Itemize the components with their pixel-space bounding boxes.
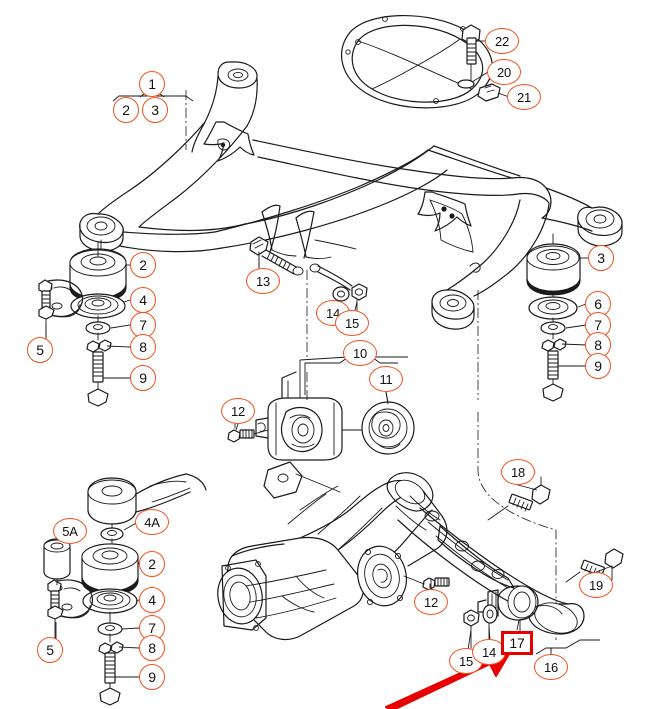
callout-14[interactable]: 14 (472, 639, 506, 665)
callout-16[interactable]: 16 (534, 654, 568, 680)
bolt-22 (461, 24, 481, 85)
callout-5[interactable]: 5 (27, 337, 53, 363)
callout-12[interactable]: 12 (414, 589, 448, 615)
axis-line-right (477, 290, 557, 640)
callout-5a[interactable]: 5A (53, 518, 87, 544)
callout-5[interactable]: 5 (37, 637, 63, 663)
callout-18[interactable]: 18 (501, 459, 535, 485)
callout-11[interactable]: 11 (369, 366, 403, 392)
callout-17[interactable]: 17 (501, 631, 533, 655)
callout-9[interactable]: 9 (139, 664, 165, 690)
callout-4a[interactable]: 4A (135, 509, 169, 535)
callout-21[interactable]: 21 (507, 84, 541, 110)
right-bushing-stack (526, 233, 581, 402)
lower-control-arm (386, 472, 624, 655)
callout-9[interactable]: 9 (585, 353, 611, 379)
callout-15[interactable]: 15 (335, 310, 369, 336)
bolt-13-and-washers (249, 236, 368, 319)
callout-3[interactable]: 3 (588, 245, 614, 271)
callout-1[interactable]: 1 (139, 71, 165, 97)
callout-10[interactable]: 10 (343, 340, 377, 366)
callout-4[interactable]: 4 (130, 287, 156, 313)
callout-20[interactable]: 20 (487, 59, 521, 85)
callout-7[interactable]: 7 (130, 312, 156, 338)
lower-left-bushing-stack (43, 473, 207, 706)
clip-21 (457, 79, 501, 102)
callout-2[interactable]: 2 (139, 551, 165, 577)
callout-3[interactable]: 3 (142, 97, 168, 123)
callout-12[interactable]: 12 (221, 398, 255, 424)
left-bushing-stack (38, 239, 127, 407)
callout-2[interactable]: 2 (130, 252, 156, 278)
callout-13[interactable]: 13 (246, 268, 280, 294)
callout-2[interactable]: 2 (113, 97, 139, 123)
callout-19[interactable]: 19 (579, 572, 613, 598)
callout-4[interactable]: 4 (139, 587, 165, 613)
callout-8[interactable]: 8 (130, 334, 156, 360)
callout-22[interactable]: 22 (485, 28, 519, 54)
callout-9[interactable]: 9 (130, 365, 156, 391)
final-drive-housing (217, 461, 450, 641)
callout-8[interactable]: 8 (139, 635, 165, 661)
rear-subframe (79, 61, 623, 330)
